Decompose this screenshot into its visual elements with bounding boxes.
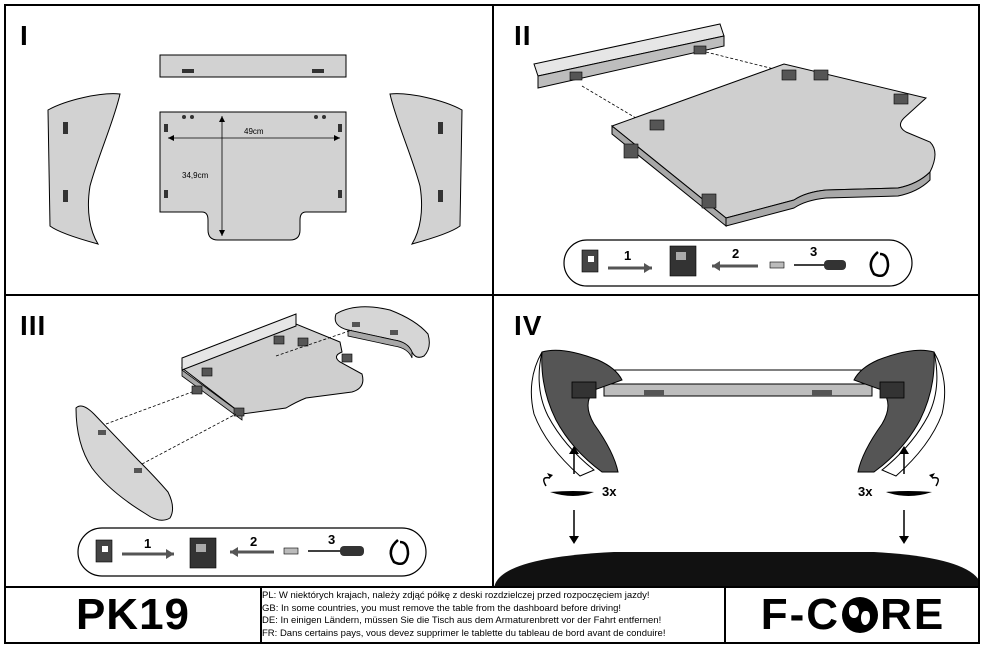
step-1-panel: I: [4, 4, 494, 296]
step-1-number: I: [20, 20, 29, 51]
table-with-rail-3d: [180, 323, 364, 415]
step-4-panel: IV 3x: [492, 294, 980, 588]
left-side-bracket: [47, 93, 121, 245]
sequence-number-3: 3: [810, 244, 817, 259]
step-4-number: IV: [514, 310, 543, 341]
model-number: PK19: [6, 588, 262, 642]
mounted-table: [573, 369, 903, 385]
safety-warnings: PL: W niektórych krajach, należy zdjąć p…: [262, 590, 722, 642]
assembly-sequence-capsule: [563, 239, 913, 287]
brand-text-left: F-C: [760, 590, 841, 639]
brand-logo: F-C RE: [724, 588, 980, 642]
rotation-count-right: 3x: [858, 484, 873, 499]
footer: PK19 PL: W niektórych krajach, należy zd…: [4, 586, 980, 644]
step-4-drawing: 3x 3x: [494, 349, 978, 586]
step-3-panel: III: [4, 294, 494, 588]
depth-dimension-label: 34,9cm: [182, 171, 209, 180]
rotation-count-left: 3x: [602, 484, 617, 499]
step-2-number: II: [514, 20, 532, 51]
sequence-number-2: 2: [732, 246, 739, 261]
warning-gb: GB: In some countries, you must remove t…: [262, 602, 622, 614]
step-3-drawing: 1 2 3: [75, 306, 430, 577]
back-rail: [159, 54, 347, 78]
step-2-panel: II: [492, 4, 980, 296]
right-side-bracket: [389, 93, 463, 245]
sequence-number-1: 1: [624, 248, 631, 263]
width-dimension-label: 49cm: [244, 127, 264, 136]
warning-fr: FR: Dans certains pays, vous devez suppr…: [262, 627, 666, 639]
left-bracket-mounted: [541, 349, 623, 473]
brand-text-right: RE: [880, 590, 946, 639]
globe-icon: [842, 597, 879, 633]
left-side-bracket-3d: [75, 405, 174, 521]
table-top: [159, 111, 347, 241]
step-2-drawing: 1 2 3: [533, 23, 936, 287]
warning-de: DE: In einigen Ländern, müssen Sie die T…: [262, 615, 662, 627]
step-1-drawing: 49cm 34,9cm: [47, 54, 463, 245]
right-bracket-mounted: [853, 349, 935, 473]
dashboard: [494, 552, 978, 586]
sequence3-number-3: 3: [328, 532, 335, 547]
sequence3-number-2: 2: [250, 534, 257, 549]
warning-pl: PL: W niektórych krajach, należy zdjąć p…: [262, 590, 650, 601]
sequence3-number-1: 1: [144, 536, 151, 551]
step-3-number: III: [20, 310, 47, 341]
